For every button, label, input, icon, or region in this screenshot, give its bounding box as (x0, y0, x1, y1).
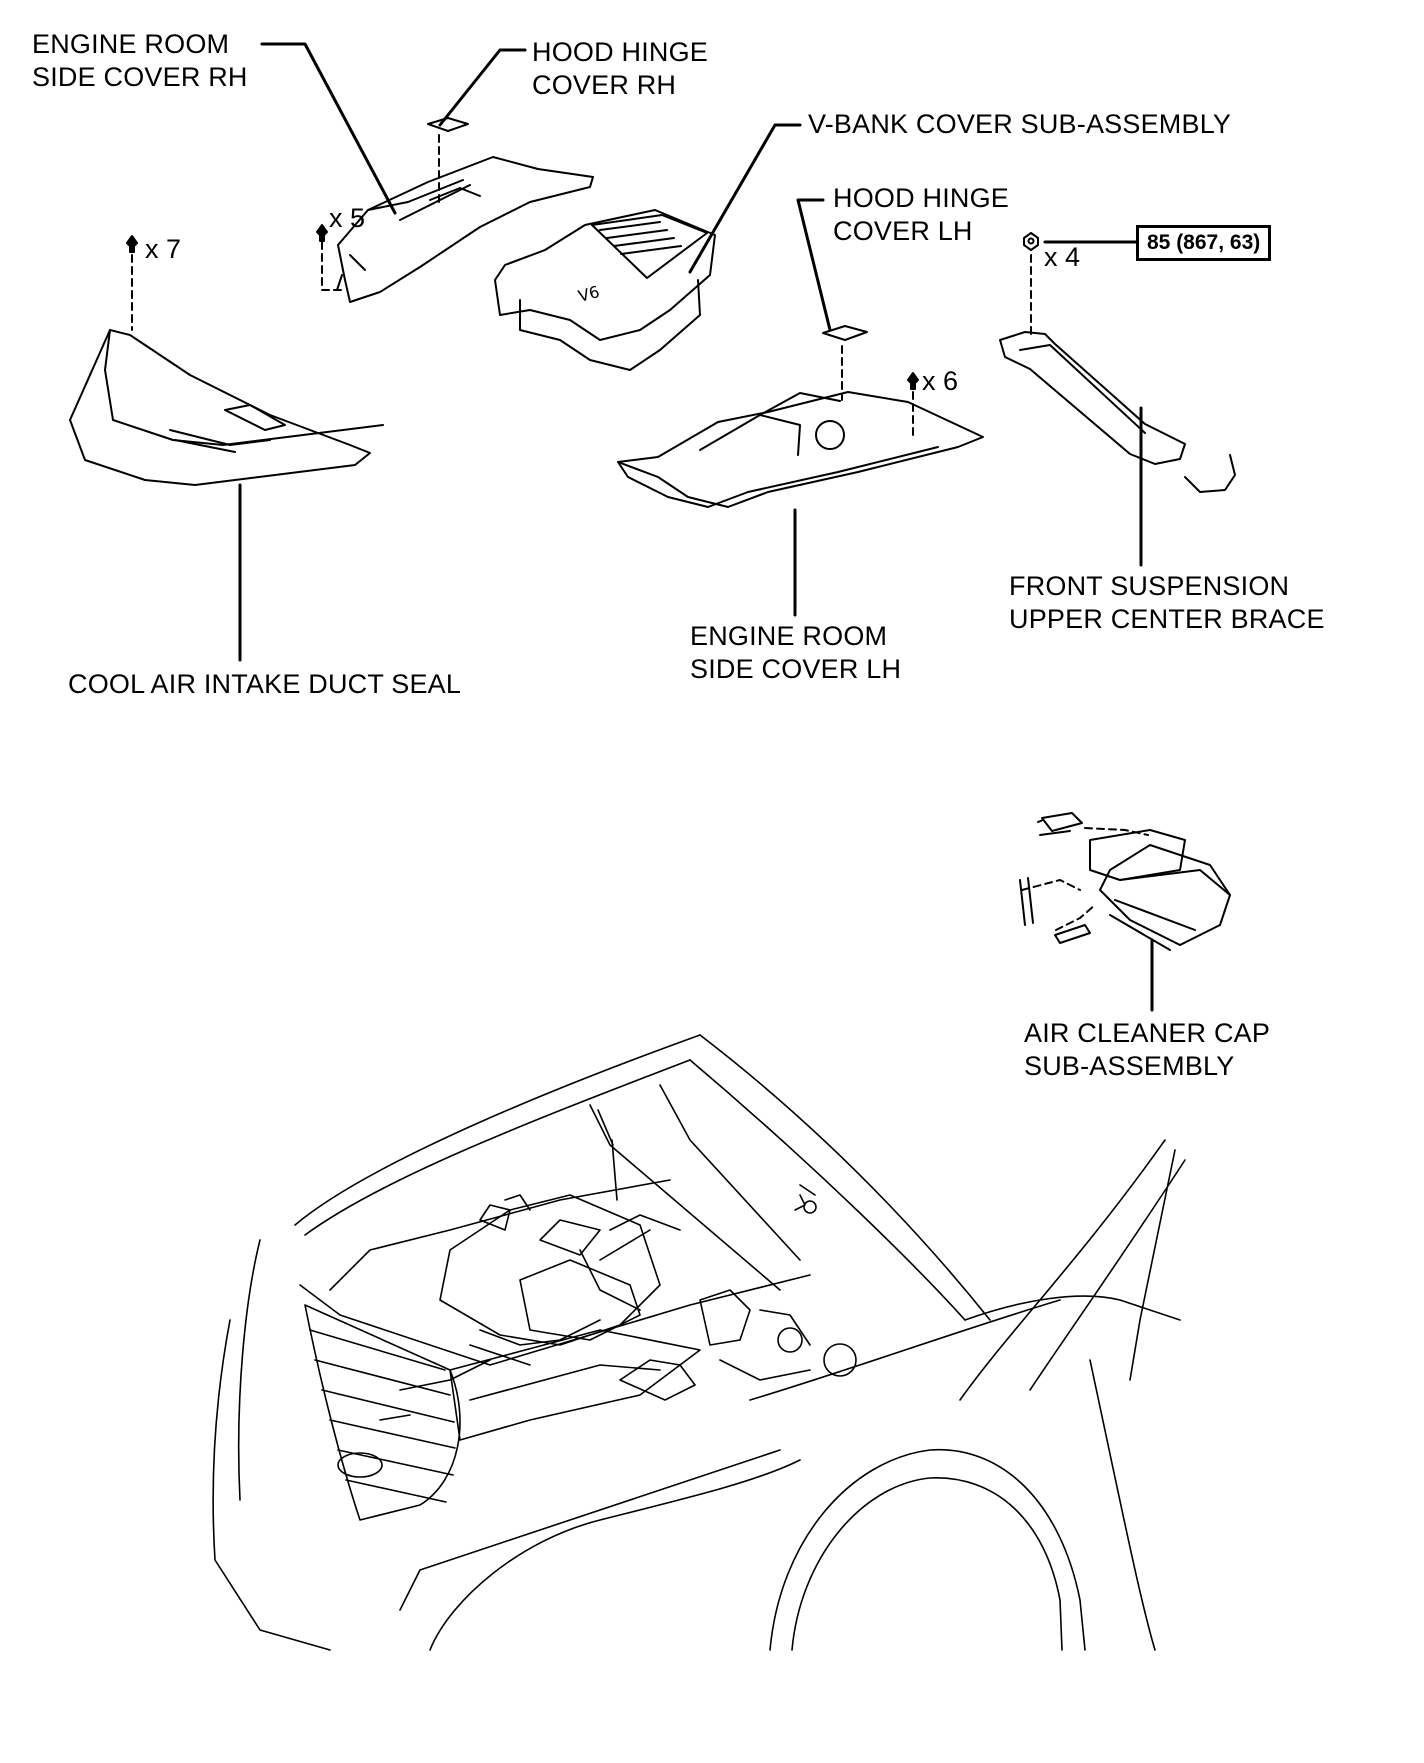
label-hood-hinge-cover-lh: HOOD HINGE COVER LH (833, 183, 1010, 246)
dashed-lines (131, 134, 1149, 931)
label-v-bank-cover: V-BANK COVER SUB-ASSEMBLY (808, 109, 1232, 139)
hood-hinge-cover-rh-part (427, 117, 469, 132)
qty-clips-duct-seal: x 7 (145, 234, 182, 264)
label-cool-air-intake-duct-seal: COOL AIR INTAKE DUCT SEAL (68, 669, 462, 699)
label-air-cleaner-cap: AIR CLEANER CAP SUB-ASSEMBLY (1024, 1018, 1271, 1081)
label-engine-room-side-cover-rh: ENGINE ROOM SIDE COVER RH (32, 29, 248, 92)
leader-lines (238, 42, 1154, 1012)
qty-nuts-brace: x 4 (1044, 242, 1081, 272)
torque-spec-box: 85 (867, 63) (1136, 225, 1272, 261)
qty-clips-side-cover-rh: x 5 (329, 203, 366, 233)
qty-clips-side-cover-lh: x 6 (922, 366, 959, 396)
front-suspension-brace-part (999, 331, 1236, 493)
svg-text:V6: V6 (576, 282, 601, 306)
engine-room-side-cover-rh-part (336, 156, 594, 303)
v-bank-cover-part: V6 (494, 209, 716, 371)
air-cleaner-cap-part (1019, 812, 1231, 951)
label-hood-hinge-cover-rh: HOOD HINGE COVER RH (532, 37, 709, 100)
hood-hinge-cover-lh-part (822, 325, 868, 341)
clip-icon (126, 224, 919, 390)
nut-icon (1023, 232, 1039, 251)
cool-air-intake-duct-seal-part (69, 329, 384, 486)
label-engine-room-side-cover-lh: ENGINE ROOM SIDE COVER LH (690, 621, 902, 684)
label-front-suspension-brace: FRONT SUSPENSION UPPER CENTER BRACE (1009, 571, 1325, 634)
vehicle-outline (212, 1034, 1186, 1651)
engine-room-side-cover-lh-part (617, 391, 984, 508)
